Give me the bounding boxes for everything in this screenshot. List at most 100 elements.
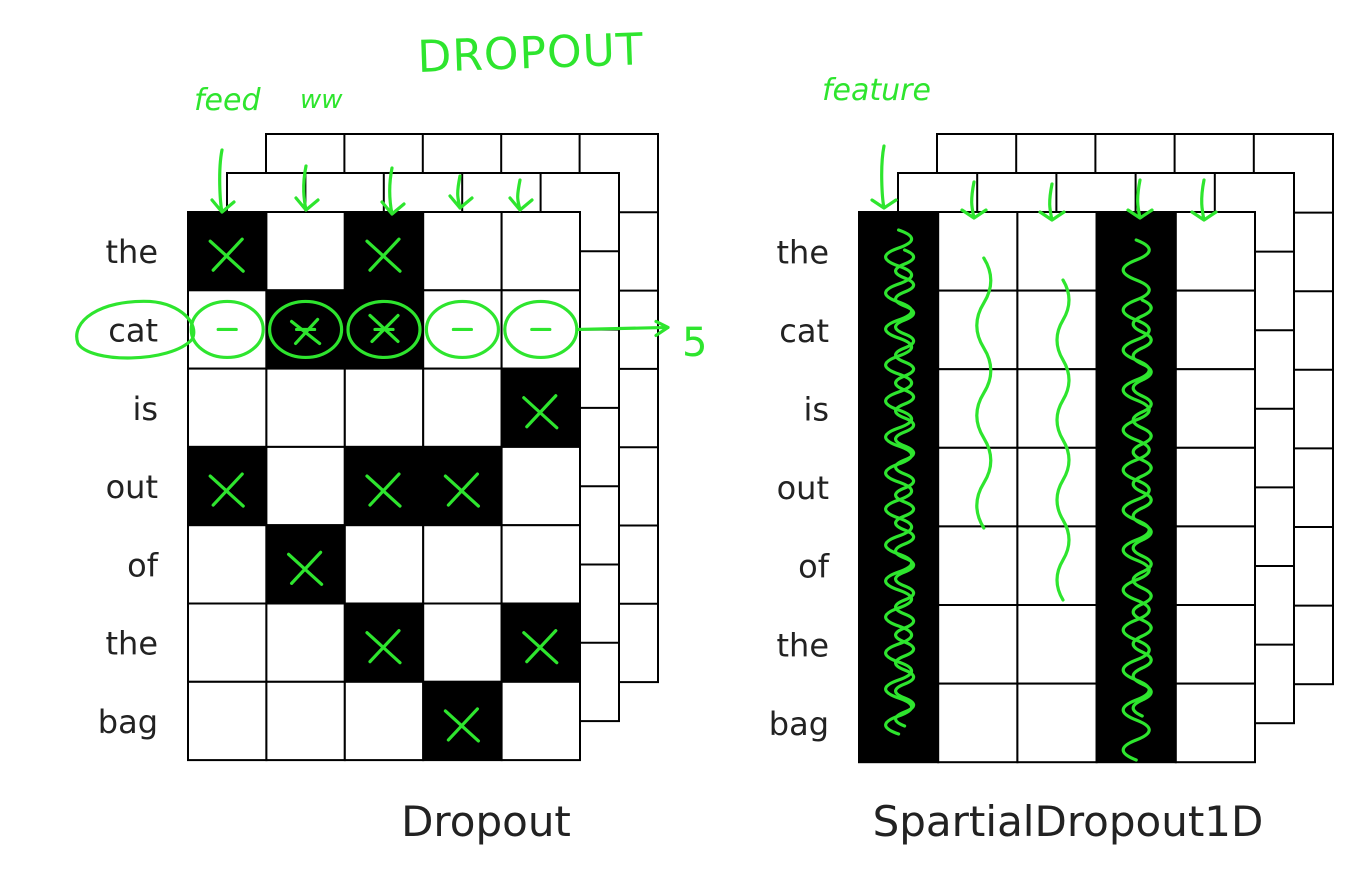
down-arrow [960, 180, 988, 220]
row-label: out [106, 468, 158, 506]
grid-cell [937, 211, 1019, 292]
grid-cell [265, 445, 346, 527]
row-label: the [105, 233, 158, 271]
row-label: the [776, 626, 829, 664]
cell-circle [268, 299, 344, 360]
x-mark [368, 313, 400, 344]
x-mark [522, 629, 559, 665]
x-mark [208, 237, 245, 273]
grid-cell [343, 367, 425, 448]
x-mark [287, 550, 324, 586]
x-mark [522, 394, 559, 430]
dropped-cell [422, 445, 503, 527]
dropped-cell [187, 445, 268, 527]
arrow [576, 319, 670, 338]
dropped-cell [1095, 682, 1177, 764]
x-mark [208, 472, 245, 508]
row-label: of [798, 548, 830, 586]
dropped-cell [858, 446, 940, 528]
x-mark [365, 237, 402, 273]
scribble [884, 228, 914, 736]
down-arrow [210, 148, 236, 214]
grid-cell [1016, 211, 1098, 292]
scribble [975, 256, 993, 530]
grid-cell [1174, 289, 1257, 371]
dropped-cell [858, 211, 940, 292]
scribble [1131, 298, 1153, 718]
main-grid [187, 211, 582, 762]
grid-cell [265, 367, 346, 448]
x-mark [290, 317, 322, 346]
grid-cell [343, 524, 425, 605]
grid-cell [1016, 446, 1098, 528]
down-arrow [1190, 178, 1218, 222]
grid-cell [500, 524, 582, 605]
grid-cell [265, 680, 346, 762]
down-arrow [508, 178, 534, 212]
dropped-cell [265, 524, 346, 605]
grid-cell [187, 602, 268, 683]
feed-note: feed [194, 83, 261, 118]
dropout-caption: Dropout [401, 797, 571, 846]
row-label: is [803, 391, 829, 429]
row-label: the [776, 233, 829, 271]
grid-cell [1174, 211, 1257, 292]
dropout-panel [187, 133, 659, 762]
dropped-cell [1095, 211, 1177, 292]
row-label: of [127, 546, 159, 584]
grid-cell [500, 445, 582, 527]
cat-count-note: 5 [682, 320, 707, 366]
main-grid [858, 211, 1257, 764]
grid-cell [500, 211, 582, 292]
grid-cell [1174, 368, 1257, 449]
grid-cell [937, 604, 1019, 685]
grid-cell [1016, 368, 1098, 449]
scribble [894, 248, 916, 728]
row-label: bag [98, 703, 158, 741]
cell-circle [424, 299, 500, 360]
dropped-cell [858, 525, 940, 607]
scribble [1055, 278, 1071, 602]
row-label: bag [769, 705, 829, 743]
x-mark [443, 707, 480, 743]
grid-cell [1016, 682, 1098, 764]
grid-cell [1016, 604, 1098, 685]
row-label: cat [779, 312, 829, 350]
grid-cell [187, 680, 268, 762]
grid-cell [422, 602, 503, 683]
grid-cell [187, 524, 268, 605]
down-arrow [448, 174, 474, 210]
dropped-cell [1095, 525, 1177, 607]
row-label: the [105, 625, 158, 663]
grid-cell [1174, 446, 1257, 528]
dropped-cell [500, 602, 582, 683]
cell-circle [189, 299, 265, 360]
grid-cell [422, 367, 503, 448]
grid-cell [422, 211, 503, 292]
cat-circle [75, 299, 196, 360]
handwritten-annotations: DROPOUT feed ww feature 5 [75, 24, 1218, 762]
dropped-cell [187, 211, 268, 292]
grid-cell [265, 602, 346, 683]
down-arrow [380, 166, 406, 216]
x-mark [365, 629, 402, 665]
grid-cell [422, 524, 503, 605]
row-labels-right: the cat is out of the bag [769, 233, 830, 743]
spatial-dropout-panel [858, 133, 1334, 764]
grid-cell [187, 367, 268, 448]
ww-note: ww [300, 85, 343, 115]
grid-cell [1174, 525, 1257, 607]
down-arrow [870, 144, 898, 210]
down-arrow [1126, 178, 1154, 220]
feature-note: feature [822, 73, 931, 108]
grid-cell [265, 211, 346, 292]
x-mark [365, 472, 402, 508]
down-arrow [294, 164, 320, 212]
x-mark [443, 472, 480, 508]
dropped-cell [422, 680, 503, 762]
row-label: out [777, 469, 829, 507]
grid-cell [1174, 604, 1257, 685]
dropped-cell [343, 211, 425, 292]
